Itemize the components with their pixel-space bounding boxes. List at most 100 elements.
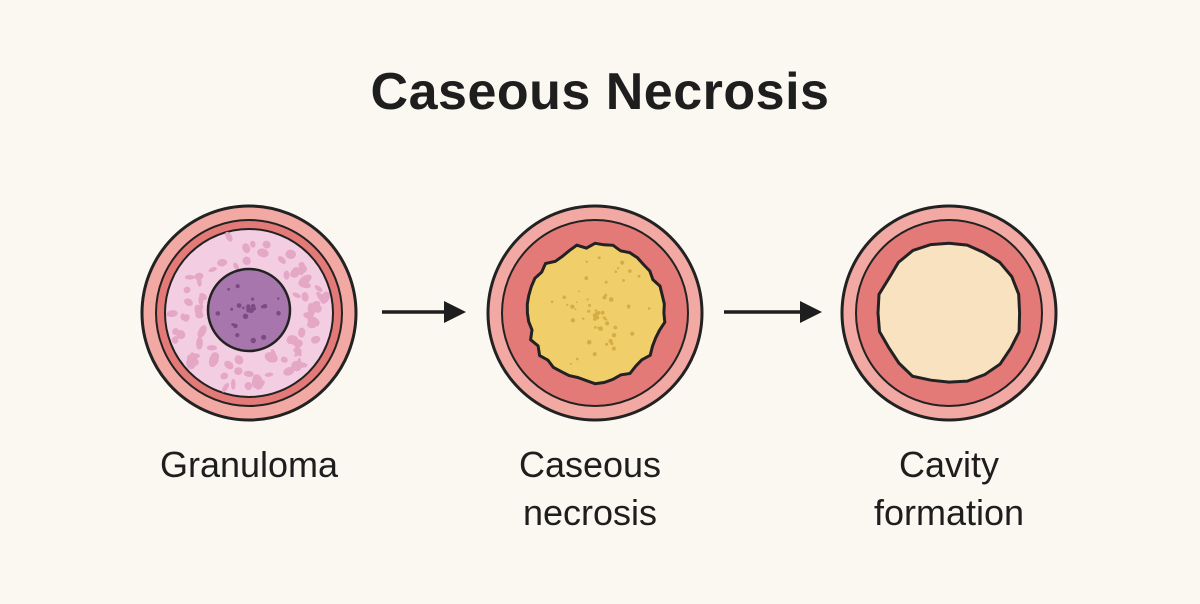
caseous-necrosis-illustration <box>486 204 704 422</box>
caseous-speckle <box>592 313 598 318</box>
caseous-speckle <box>614 270 618 274</box>
caseous-speckle <box>630 331 635 336</box>
caseous-speckle <box>587 309 591 313</box>
cell-spot <box>250 240 256 248</box>
cell-spot <box>234 367 243 376</box>
caseous-speckle <box>592 352 597 357</box>
cell-spot <box>221 382 229 393</box>
cell-spot <box>301 292 309 302</box>
core-speckle <box>246 308 251 313</box>
cell-spot <box>310 335 321 344</box>
cell-spot <box>283 270 290 280</box>
caseous-speckle <box>578 290 581 293</box>
cell-spot <box>224 360 234 370</box>
caseous-speckle <box>647 307 651 310</box>
cell-spot <box>307 302 316 316</box>
cell-spot <box>290 272 299 278</box>
cell-spot <box>244 382 253 390</box>
cell-spot <box>183 314 190 322</box>
caseous-speckle <box>595 316 600 320</box>
cell-spot <box>225 231 233 242</box>
cell-spot <box>312 301 321 307</box>
caseous-speckle <box>610 341 614 346</box>
cell-spot <box>298 264 307 274</box>
caseous-speckle <box>569 362 572 365</box>
cell-spot <box>217 258 228 267</box>
cell-spot <box>298 327 306 338</box>
caseous-speckle <box>562 295 567 300</box>
cavity-formation-illustration <box>840 204 1058 422</box>
core-speckle <box>230 307 234 311</box>
arrow-caseous-to-cavity <box>724 301 822 323</box>
cell-spot <box>242 256 251 266</box>
cell-spot <box>184 275 195 280</box>
core-speckle <box>246 304 251 309</box>
caseous-speckle <box>586 339 592 345</box>
caseous-speckle <box>588 303 591 307</box>
core-speckle <box>235 333 240 338</box>
cell-spot <box>298 280 311 289</box>
cell-spot <box>208 353 219 368</box>
cell-spot <box>280 356 288 363</box>
cell-spot <box>166 310 178 318</box>
caseous-speckle <box>598 326 603 332</box>
cell-spot <box>231 378 236 390</box>
cell-spot <box>233 262 240 270</box>
stage-label-line: Cavity <box>898 444 1000 485</box>
diagram-title: Caseous Necrosis <box>370 63 830 121</box>
core-speckle <box>262 304 268 309</box>
cell-spot <box>314 285 323 292</box>
core-speckle <box>242 306 245 310</box>
caseous-speckle <box>594 309 598 312</box>
caseous-speckle <box>613 325 618 330</box>
caseous-speckle <box>605 318 608 321</box>
cell-spot <box>293 339 303 348</box>
core-speckle <box>251 297 255 301</box>
caseous-speckle <box>570 304 575 309</box>
core-speckle <box>276 310 281 316</box>
caseous-material-spots <box>550 256 651 365</box>
caseous-speckle <box>570 318 576 323</box>
cell-spot <box>234 355 244 365</box>
caseous-speckle <box>597 326 600 329</box>
cell-spot <box>292 292 301 298</box>
cell-spot <box>183 286 191 294</box>
caseous-speckle <box>566 303 569 307</box>
cell-spot <box>190 358 199 366</box>
cell-spot <box>264 372 274 377</box>
core-speckle <box>215 311 221 316</box>
caseous-speckle <box>616 267 620 270</box>
caseous-speckle <box>574 308 577 311</box>
caseous-speckle <box>608 297 614 302</box>
caseous-speckle <box>626 304 631 309</box>
cell-spot <box>208 267 217 273</box>
caseous-speckle <box>605 342 609 346</box>
caseous-speckle <box>628 269 632 273</box>
caseous-speckle <box>593 326 597 329</box>
core-speckle <box>227 287 231 291</box>
caseous-speckle <box>585 260 588 263</box>
cell-spot <box>256 380 265 390</box>
cell-spot <box>243 370 254 377</box>
cell-spot <box>314 304 322 313</box>
core-speckle <box>233 323 238 329</box>
core-speckle <box>252 306 256 311</box>
stage-label-granuloma: Granuloma <box>99 441 399 489</box>
caseous-speckle <box>550 300 554 304</box>
cell-spot <box>198 295 204 306</box>
caseous-speckle <box>586 298 589 301</box>
caseous-speckle <box>611 333 617 338</box>
cell-spot <box>277 256 286 264</box>
cell-spot <box>296 345 302 357</box>
cell-spot <box>196 304 204 313</box>
cell-spot <box>195 311 204 319</box>
stage-label-line: formation <box>873 492 1025 533</box>
stage-label-line: necrosis <box>522 492 658 533</box>
caseous-speckle <box>600 310 605 315</box>
core-speckle <box>277 297 280 300</box>
stage-label-caseous-necrosis: Caseous necrosis <box>440 441 740 537</box>
stage-label-line: Granuloma <box>159 444 339 485</box>
caseous-speckle <box>604 280 608 284</box>
caseous-speckle <box>622 279 625 282</box>
